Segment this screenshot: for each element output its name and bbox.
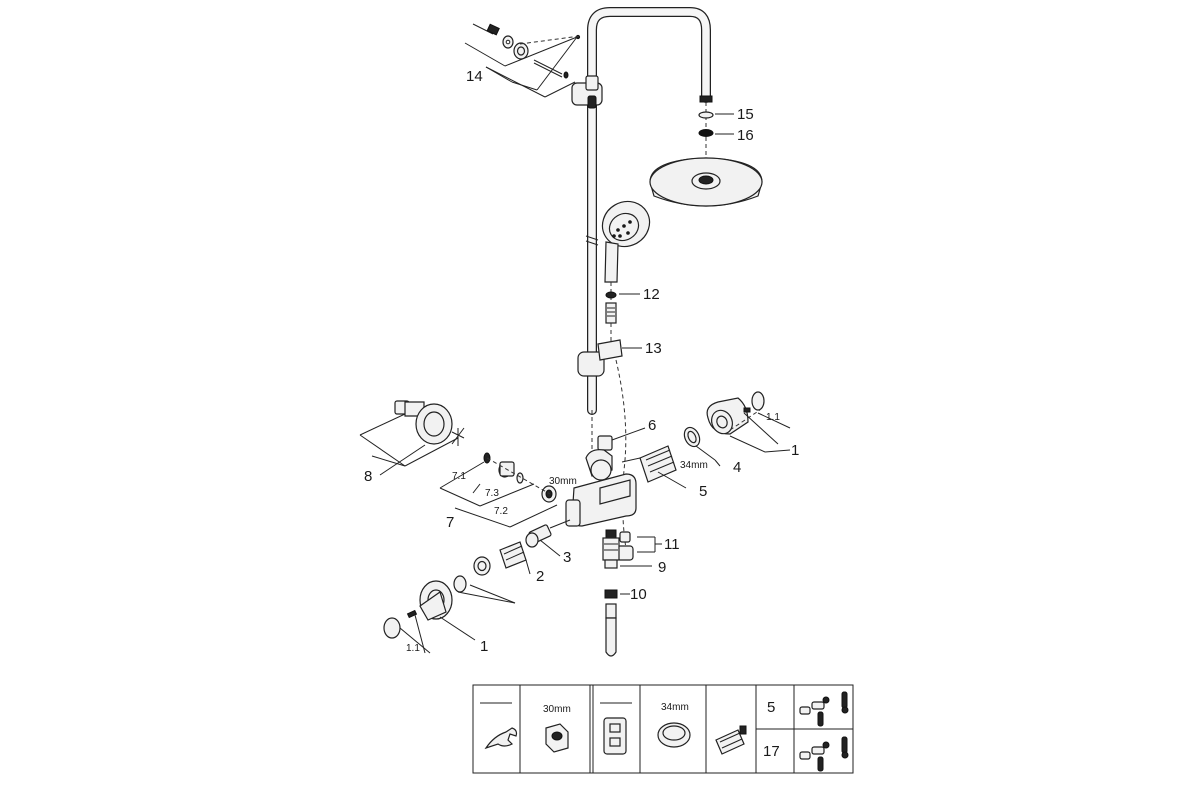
wrench-icon [480, 702, 518, 750]
part-9-connector [602, 529, 652, 569]
part-8-handle-assembly [359, 400, 465, 476]
callout-9: 9 [658, 559, 666, 576]
callout-11: 11 [664, 536, 680, 553]
tool-row-17-label: 17 [763, 743, 780, 760]
callout-8: 8 [364, 468, 372, 485]
callout-1-right: 1 [791, 442, 799, 459]
part-13-slider [577, 339, 642, 377]
callout-12: 12 [643, 286, 660, 303]
shower-hose-path [615, 359, 629, 561]
hand-shower [601, 200, 651, 300]
part-1-left-handle [383, 575, 516, 654]
callout-5: 5 [699, 483, 707, 500]
parts-set-icon-row-1 [799, 691, 849, 727]
ring-nut-icon [657, 722, 691, 748]
callout-30mm: 30mm [549, 476, 577, 487]
callout-1-1-left: 1.1 [406, 643, 420, 654]
callout-13: 13 [645, 340, 662, 357]
callout-15: 15 [737, 106, 754, 123]
callout-14: 14 [466, 68, 483, 85]
tool-cell-34mm-label: 34mm [661, 702, 689, 713]
socket-tool-icon [600, 702, 632, 755]
thermostat-mixer-body [565, 410, 646, 527]
part-1-right-handle [706, 391, 791, 453]
callout-1-left: 1 [480, 638, 488, 655]
callout-4: 4 [733, 459, 741, 476]
callout-3: 3 [563, 549, 571, 566]
tool-row-5-label: 5 [767, 699, 775, 716]
callout-1-1-right: 1.1 [766, 412, 780, 423]
part-3-adapter [525, 519, 571, 557]
parts-set-icon-row-2 [799, 736, 849, 772]
overhead-shower-head [649, 157, 763, 207]
callout-4-size: 34mm [680, 460, 708, 471]
cartridge-connector-icon [715, 725, 747, 755]
callout-7-3: 7.3 [485, 488, 499, 499]
part-7-cartridge-set [439, 452, 558, 528]
callout-7-2: 7.2 [494, 506, 508, 517]
part-11-diverter-cap [616, 531, 662, 561]
callout-16: 16 [737, 127, 754, 144]
hex-nut-icon [545, 723, 569, 753]
parts-15-16-seals [698, 102, 734, 160]
part-5-valve-cartridge [621, 445, 687, 489]
tool-table: 30mm 34mm 5 17 [472, 684, 854, 774]
callout-labels: 14 15 16 12 13 6 1 1.1 4 34mm 5 8 7.1 7.… [364, 68, 799, 655]
part-14-fixing-set [464, 23, 581, 98]
part-10-outlet [604, 589, 630, 657]
part-4-nut-34mm [683, 426, 721, 467]
callout-6: 6 [648, 417, 656, 434]
tool-cell-30mm-label: 30mm [543, 704, 571, 715]
callout-2: 2 [536, 568, 544, 585]
callout-7-1: 7.1 [452, 471, 466, 482]
part-2-check-valve [473, 541, 531, 576]
callout-10: 10 [630, 586, 647, 603]
top-wall-bracket [571, 75, 603, 109]
part-12-hose-washer [605, 291, 640, 345]
callout-7: 7 [446, 514, 454, 531]
